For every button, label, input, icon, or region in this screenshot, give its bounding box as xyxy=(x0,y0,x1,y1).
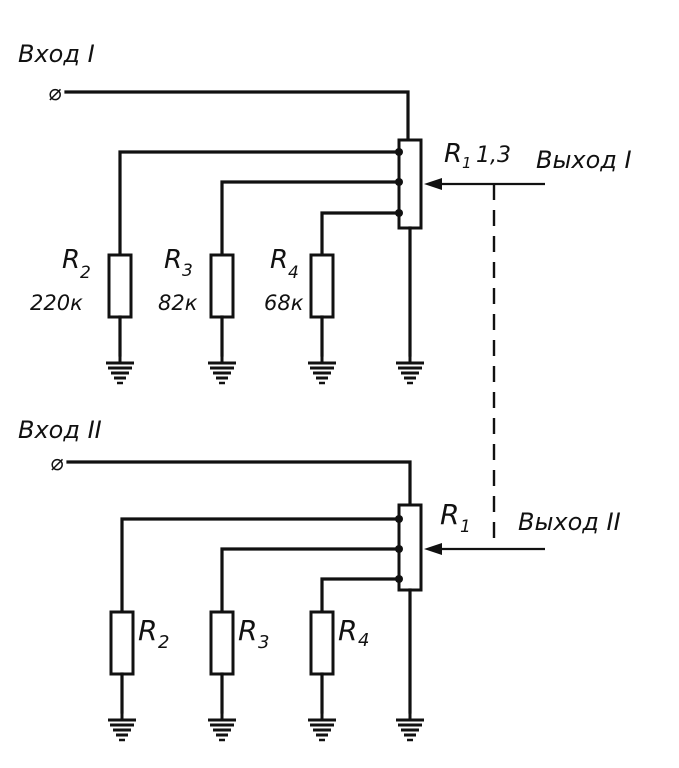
bottom-ground-2 xyxy=(206,710,238,742)
top-wiper-arrow xyxy=(424,178,442,190)
top-ground-1 xyxy=(104,353,136,385)
bottom-ground-4 xyxy=(394,710,426,742)
top-r3-sub: 3 xyxy=(182,261,193,281)
bottom-r2-name: R xyxy=(138,614,157,647)
bottom-pot-sub: 1 xyxy=(460,517,471,537)
bottom-wire-r4 xyxy=(320,577,401,614)
top-output-label: Выход I xyxy=(536,146,632,174)
top-ground-4 xyxy=(394,353,426,385)
top-r3-name: R xyxy=(164,245,182,275)
top-circuit: Вход I ⌀ R 1 1,3 R 2 220к R 3 82к R 4 68… xyxy=(18,40,632,385)
bottom-input-label: Вход II xyxy=(18,416,102,444)
bottom-r4-name: R xyxy=(338,614,357,647)
bottom-input-wire xyxy=(66,460,412,507)
bottom-r4-sub: 4 xyxy=(358,630,369,651)
top-resistor-r2 xyxy=(107,253,133,319)
top-r4-sub: 4 xyxy=(288,263,299,283)
bottom-wire-r3 xyxy=(220,547,401,614)
bottom-r2-sub: 2 xyxy=(158,632,169,653)
top-pot-sub: 1 xyxy=(462,154,472,172)
bottom-circuit: Вход II ⌀ R 1 R 2 R 3 R 4 Выход II xyxy=(18,416,621,742)
top-wire-r4 xyxy=(320,211,401,257)
bottom-input-terminal: ⌀ xyxy=(50,451,64,476)
top-r4-value: 68к xyxy=(264,291,304,315)
top-r4-name: R xyxy=(270,245,288,275)
top-input-label: Вход I xyxy=(18,40,95,68)
top-r2-sub: 2 xyxy=(80,263,91,283)
bottom-wire-r2 xyxy=(120,517,401,614)
top-resistor-r3 xyxy=(209,253,235,319)
top-resistor-r4 xyxy=(309,253,335,319)
top-input-wire xyxy=(64,90,410,142)
bottom-output-label: Выход II xyxy=(518,508,621,536)
top-pot-extra: 1,3 xyxy=(476,143,511,168)
top-pot-label: R xyxy=(444,139,462,169)
top-wire-r2 xyxy=(118,150,401,257)
bottom-resistor-r3 xyxy=(209,610,235,676)
bottom-ground-1 xyxy=(106,710,138,742)
top-ground-3 xyxy=(306,353,338,385)
top-wire-r3 xyxy=(220,180,401,257)
top-ground-2 xyxy=(206,353,238,385)
bottom-r3-name: R xyxy=(238,614,257,647)
top-r3-value: 82к xyxy=(158,291,198,315)
bottom-ground-3 xyxy=(306,710,338,742)
top-input-terminal: ⌀ xyxy=(48,81,62,106)
top-r2-value: 220к xyxy=(30,291,83,315)
bottom-pot-label: R xyxy=(440,498,459,531)
bottom-r3-sub: 3 xyxy=(258,632,269,653)
bottom-resistor-r4 xyxy=(309,610,335,676)
bottom-wiper-arrow xyxy=(424,543,442,555)
bottom-resistor-r2 xyxy=(109,610,135,676)
top-r2-name: R xyxy=(62,245,80,275)
